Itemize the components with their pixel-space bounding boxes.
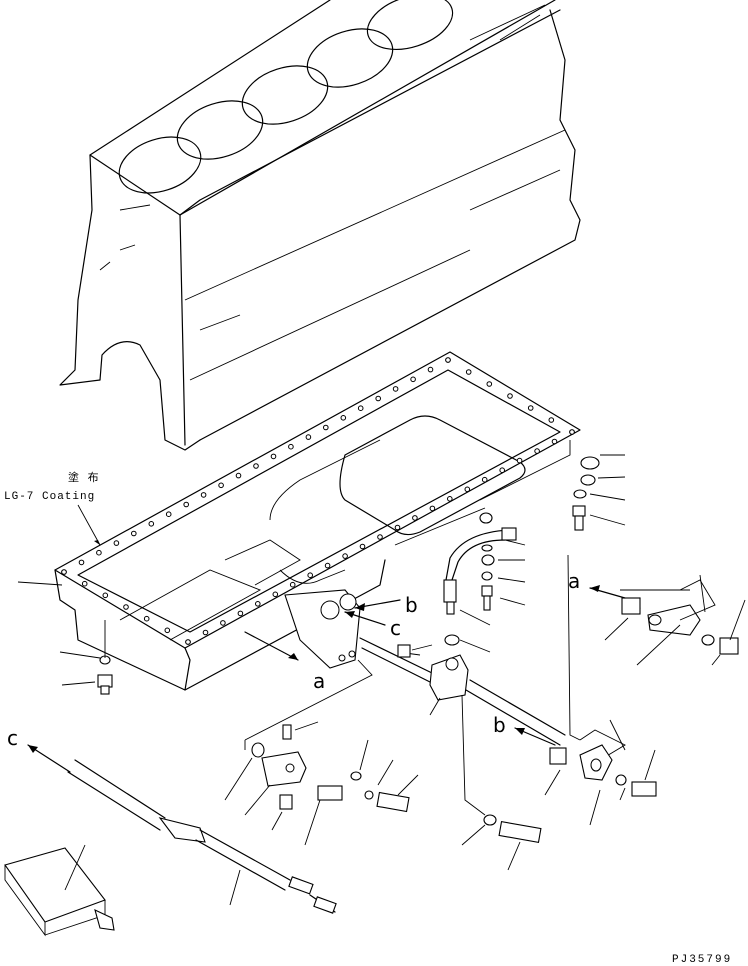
bolt-hole [96, 549, 102, 556]
bracket-detail [224, 721, 419, 846]
bolt-hole [324, 562, 331, 569]
bolt-hole [569, 429, 575, 435]
bolt-hole [78, 559, 85, 566]
bolt-hole [200, 492, 207, 498]
label-a-detail: a [568, 569, 580, 593]
oil-pan [54, 351, 581, 691]
dipstick-gauge [4, 759, 337, 937]
bolt-hole [113, 540, 120, 546]
bolt-hole [392, 386, 399, 392]
pan-left-fasteners [17, 581, 113, 695]
bolt-hole [534, 448, 540, 454]
bolt-hole [445, 357, 451, 363]
bolt-hole [410, 376, 416, 383]
bolt-hole [270, 453, 277, 460]
bolt-hole [507, 393, 513, 399]
bolt-hole [272, 591, 279, 598]
bolt-hole [165, 511, 172, 518]
coating-note: 塗 布 LG-7 Coating [4, 470, 101, 546]
bolt-hole [465, 369, 472, 375]
drawing-code: PJ35799 [672, 954, 732, 966]
bolt-hole [357, 405, 364, 412]
bolt-hole [102, 592, 109, 599]
bolt-hole [551, 438, 558, 445]
bolt-hole [237, 610, 244, 617]
bolt-hole [499, 467, 506, 474]
coating-note-jp: 塗 布 [68, 470, 100, 485]
bolt-hole [148, 521, 155, 527]
bolt-hole [307, 572, 314, 579]
bolt-hole [143, 615, 150, 622]
bolt-hole [427, 366, 434, 373]
bolt-hole [81, 580, 88, 587]
arrow-labels: a b c a b c [7, 569, 626, 773]
bolt-hole [185, 639, 191, 645]
bolt-hole [481, 476, 488, 483]
bolt-hole [527, 405, 534, 411]
bolt-hole [342, 553, 348, 559]
bolt-hole [235, 472, 242, 479]
bolt-hole [359, 543, 366, 550]
label-b-detail: b [493, 713, 506, 737]
bolt-hole [486, 381, 493, 387]
label-c-gauge: c [7, 726, 18, 750]
label-a-pan: a [313, 669, 325, 693]
detail-b [461, 719, 657, 871]
bolt-hole [289, 581, 296, 588]
bolt-hole [516, 457, 523, 464]
bolt-hole [202, 629, 209, 636]
bolt-hole [218, 482, 224, 489]
bolt-hole [323, 424, 329, 431]
bolt-hole [131, 530, 137, 537]
coating-note-en: LG-7 Coating [4, 491, 95, 503]
detail-a [567, 554, 746, 741]
bolt-hole [464, 486, 471, 493]
bolt-hole [375, 395, 382, 402]
flange-bolt-holes [61, 357, 575, 645]
bolt-hole [123, 604, 129, 610]
bolt-hole [429, 505, 436, 512]
right-fasteners [394, 440, 626, 653]
label-b-pan: b [405, 593, 418, 617]
bolt-hole [447, 496, 453, 502]
bolt-hole [254, 601, 261, 607]
label-c-pan: c [390, 616, 401, 640]
cylinder-block [59, 0, 581, 451]
bolt-hole [412, 515, 418, 521]
bolt-hole [394, 524, 401, 531]
bolt-hole [183, 501, 189, 508]
bolt-hole [220, 620, 226, 626]
bolt-hole [377, 534, 383, 540]
pipe-fittings [244, 589, 566, 816]
bolt-hole [253, 463, 259, 469]
bolt-hole [340, 415, 347, 421]
bolt-hole [164, 627, 171, 634]
bolt-hole [61, 569, 67, 575]
bolt-hole [305, 434, 312, 440]
bolt-hole [548, 417, 555, 423]
bolt-hole [288, 443, 294, 450]
